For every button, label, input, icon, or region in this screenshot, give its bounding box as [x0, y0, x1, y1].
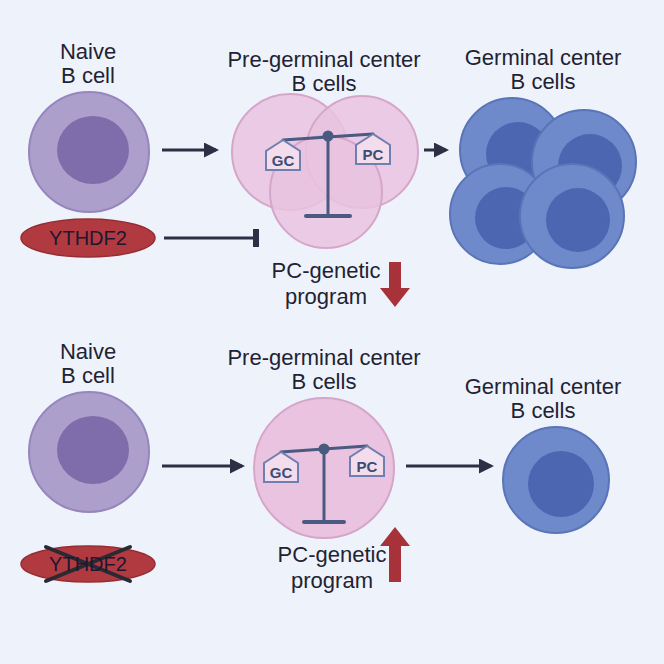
scale-base: [304, 520, 344, 524]
pan-label: GC: [270, 465, 293, 481]
scale-pivot: [320, 445, 328, 453]
program-node: PC-genetic program: [262, 528, 402, 594]
pre-gc-cell: [254, 398, 394, 538]
scale-pivot: [324, 132, 332, 140]
scale-pan: [264, 452, 298, 482]
scale-pan: [266, 140, 300, 170]
decrease-arrow: [380, 262, 410, 307]
scale-base: [306, 214, 350, 218]
gene-name: YTHDF2: [20, 545, 156, 583]
pan-label: PC: [363, 147, 384, 163]
scale-pan: [350, 446, 384, 476]
scale-post: [327, 136, 330, 214]
cell-node: Naive B cell: [28, 392, 150, 512]
scale-beam: [281, 446, 367, 452]
gc-cluster: [450, 98, 636, 268]
program-node: PC-genetic program: [256, 226, 396, 310]
gc-cell: [520, 164, 624, 268]
cell-node: Germinal center B cells: [456, 98, 636, 268]
pre-gc-cluster: [232, 94, 418, 248]
gene-name: YTHDF2: [20, 218, 156, 258]
cell-heading: Pre-germinal center B cells: [221, 346, 427, 394]
ellipse-outline: [21, 546, 155, 582]
naive-cell: [29, 92, 149, 212]
balance-scale: [266, 132, 390, 216]
cell-nucleus: [57, 116, 129, 184]
pan-label: GC: [272, 153, 295, 169]
cell-nucleus: [546, 188, 610, 252]
gene-ellipse: YTHDF2: [20, 545, 156, 583]
balance-scale: [264, 445, 384, 522]
inhibition-line: [164, 237, 256, 240]
cell-heading: Naive B cell: [52, 40, 124, 88]
ellipse-outline: [21, 219, 155, 257]
scale-pan: [356, 134, 390, 164]
scale-post: [323, 450, 326, 520]
flow-arrow: [406, 465, 491, 468]
cell-node: Germinal center B cells: [503, 427, 609, 533]
cell-heading: Germinal center B cells: [459, 46, 627, 94]
cell-heading: Naive B cell: [52, 340, 124, 388]
naive-cell: [29, 392, 149, 512]
flow-arrow: [162, 149, 216, 152]
cell-nucleus: [57, 416, 129, 484]
cell-node: Naive B cell: [28, 92, 150, 212]
pan-label: PC: [357, 459, 378, 475]
flow-arrow: [162, 465, 242, 468]
flow-arrow: [424, 149, 446, 152]
cell-heading: Germinal center B cells: [459, 375, 627, 423]
gc-cell: [503, 427, 609, 533]
cell-heading: Pre-germinal center B cells: [221, 48, 427, 96]
gene-ellipse: YTHDF2: [20, 218, 156, 258]
cell-node: Pre-germinal center B cells: [228, 100, 414, 250]
program-text: PC-genetic program: [256, 258, 396, 310]
cell-nucleus: [528, 451, 594, 517]
program-text: PC-genetic program: [262, 542, 402, 594]
